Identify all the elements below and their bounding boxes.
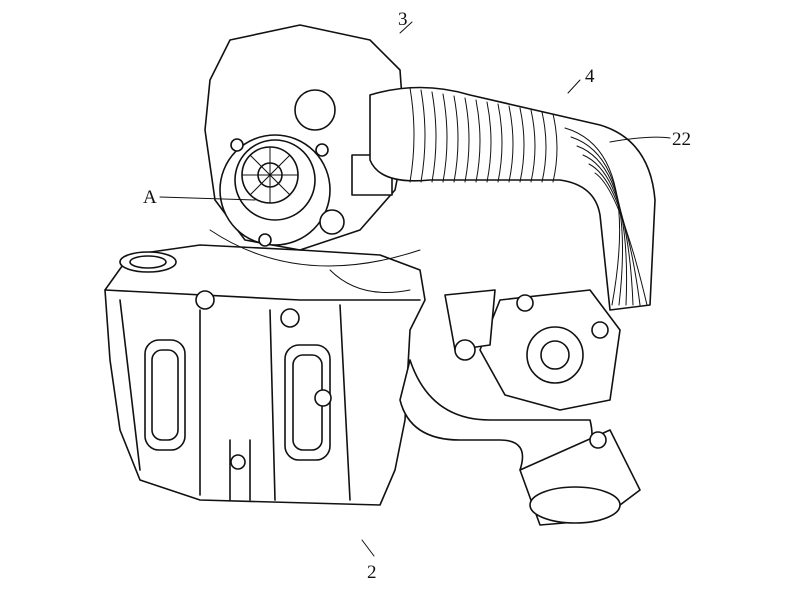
hose-rib [497, 103, 503, 183]
hose-rib [582, 154, 634, 306]
ref-label-4: 4 [585, 66, 595, 87]
intake-hose [369, 86, 656, 311]
turbocharger [204, 24, 421, 267]
leader-2 [361, 539, 375, 557]
hose-rib [552, 113, 558, 183]
hose-rib [431, 91, 437, 183]
ref-label-2: 2 [367, 562, 377, 583]
leader-a [159, 196, 256, 201]
hose-rib [530, 109, 536, 183]
hose-rib [541, 111, 547, 183]
throttle-body [399, 289, 641, 526]
hose-rib [442, 93, 448, 183]
ref-label-3: 3 [398, 9, 408, 30]
ref-label-a: A [143, 187, 157, 208]
leader-3 [399, 21, 413, 34]
hose-rib [519, 107, 525, 183]
hose-rib [420, 89, 426, 183]
hose-rib [409, 87, 415, 183]
hose-rib [453, 95, 459, 183]
hose-rib [464, 97, 470, 183]
hose-rib [564, 127, 621, 306]
hose-rib [588, 163, 641, 306]
leader-22 [609, 136, 671, 143]
hose-rib [576, 145, 628, 306]
hose-rib [475, 99, 481, 183]
leader-4 [567, 79, 581, 94]
hose-rib [486, 101, 492, 183]
ref-label-22: 22 [672, 129, 691, 150]
hose-rib [508, 105, 514, 183]
hose-rib [570, 136, 624, 306]
hose-rib [594, 172, 648, 306]
cylinder-head [104, 244, 426, 506]
